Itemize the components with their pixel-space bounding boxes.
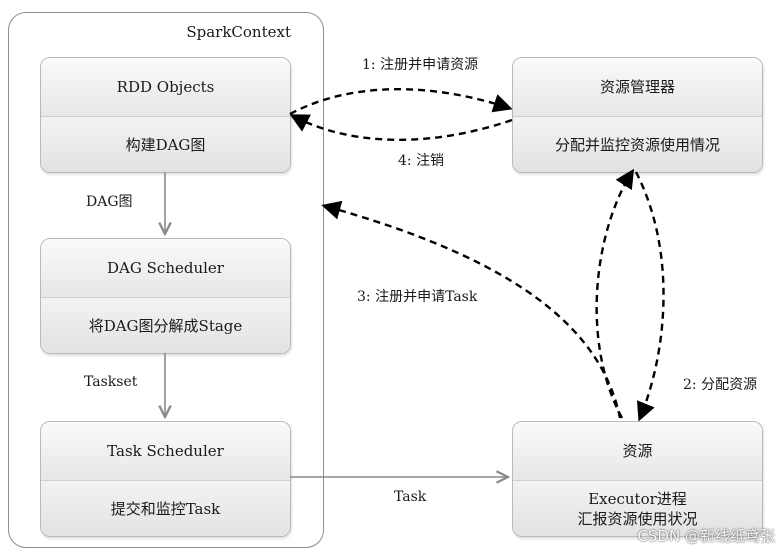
task-scheduler-title: Task Scheduler (41, 422, 290, 481)
label-dag-graph: DAG图 (86, 194, 133, 210)
arrow-register-task (321, 200, 622, 419)
dag-scheduler-body: 将DAG图分解成Stage (41, 298, 290, 353)
arrow-deregister (289, 114, 513, 141)
resources-title: 资源 (513, 422, 762, 481)
label-allocate: 2: 分配资源 (683, 377, 758, 393)
dag-scheduler-box: DAG Scheduler 将DAG图分解成Stage (40, 238, 291, 354)
arrow-resources-to-manager (595, 168, 635, 419)
rdd-objects-box: RDD Objects 构建DAG图 (40, 57, 291, 173)
label-register-task: 3: 注册并申请Task (357, 289, 478, 305)
arrow-allocate (634, 171, 665, 422)
resources-box: 资源 Executor进程 汇报资源使用状况 (512, 421, 763, 537)
label-deregister: 4: 注销 (398, 153, 445, 169)
sparkcontext-title: SparkContext (186, 23, 291, 41)
resource-manager-title: 资源管理器 (513, 58, 762, 117)
arrow-register-request (289, 88, 513, 116)
watermark: CSDN @新线纸鸢张 (637, 527, 775, 545)
task-scheduler-body: 提交和监控Task (41, 481, 290, 536)
resources-body-line1: Executor进程 (588, 489, 687, 508)
label-taskset: Taskset (84, 374, 138, 390)
task-scheduler-box: Task Scheduler 提交和监控Task (40, 421, 291, 537)
resource-manager-body: 分配并监控资源使用情况 (513, 117, 762, 172)
rdd-objects-title: RDD Objects (41, 58, 290, 117)
resources-body-line2: 汇报资源使用状况 (577, 509, 698, 528)
dag-scheduler-title: DAG Scheduler (41, 239, 290, 298)
resources-body: Executor进程 汇报资源使用状况 (513, 481, 762, 536)
label-task: Task (394, 489, 427, 505)
label-register-request: 1: 注册并申请资源 (362, 57, 479, 73)
resource-manager-box: 资源管理器 分配并监控资源使用情况 (512, 57, 763, 173)
rdd-objects-body: 构建DAG图 (41, 117, 290, 172)
